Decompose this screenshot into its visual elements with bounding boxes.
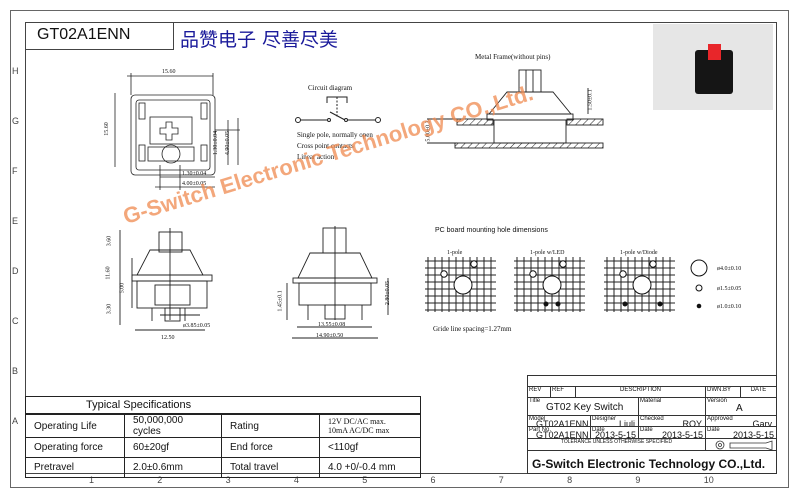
pcb-hole-large [453, 275, 473, 295]
pcb-hole-medium [440, 270, 448, 278]
row-marker: F [12, 166, 18, 176]
circuit-note: Cross point contacts [297, 142, 354, 150]
product-photo [653, 24, 773, 110]
pcb-hole-medium [649, 260, 657, 268]
pcb-hole-large [542, 275, 562, 295]
col-marker: 5 [362, 475, 368, 485]
row-marker: G [12, 116, 20, 126]
pcb-legend-label: ø4.0±0.10 [717, 266, 742, 272]
pcb-hole-large [632, 275, 652, 295]
top-dim-1: 1.30±0.04 [182, 171, 207, 177]
spec-label: Rating [221, 414, 320, 438]
row-marker: C [12, 316, 19, 326]
spec-value: 4.0 +0/-0.4 mm [319, 457, 421, 478]
col-marker: 9 [635, 475, 641, 485]
company-name: G-Switch Electronic Technology CO.,Ltd. [527, 450, 777, 474]
col-marker: 10 [703, 475, 714, 485]
spec-label: Pretravel [25, 457, 125, 478]
switch-stem [708, 44, 721, 60]
col-marker: 6 [430, 475, 436, 485]
col-marker: 4 [293, 475, 299, 485]
col-marker: 1 [89, 475, 95, 485]
spec-label: Total travel [221, 457, 320, 478]
spec-value: 60±20gf [124, 437, 222, 458]
col-marker: 7 [498, 475, 504, 485]
part-number-box: GT02A1ENN [25, 22, 174, 50]
front-dim-6: 12.50 [161, 335, 175, 341]
slogan: 品赞电子 尽善尽美 [180, 29, 339, 51]
pcb-layout-label: 1-pole [447, 250, 463, 256]
spec-value: 2.0±0.6mm [124, 457, 222, 478]
circuit-note: Linear action [297, 153, 335, 161]
spec-value: <110gf [319, 437, 421, 458]
legend-hole-medium [695, 284, 703, 292]
pcb-hole-small [543, 301, 549, 307]
circuit-note: Single pole, normally open [297, 131, 373, 139]
pcb-layout-label: 1-pole w/LED [530, 250, 565, 256]
side-dim-3: 13.55±0.08 [318, 322, 346, 328]
front-dim-5: ø3.85±0.05 [183, 323, 211, 329]
pcb-legend-label: ø1.0±0.10 [717, 304, 742, 310]
pcb-title: PC board mounting hole dimensions [435, 227, 548, 234]
metal-frame-title: Metal Frame(without pins) [475, 53, 551, 61]
spec-value: 12V DC/AC max. 10mA AC/DC max [319, 414, 421, 438]
col-marker: 2 [157, 475, 163, 485]
row-marker: H [12, 66, 19, 76]
outer-frame [10, 10, 789, 488]
spec-value: 50,000,000 cycles [124, 414, 222, 438]
row-marker: A [12, 416, 19, 426]
pcb-hole-medium [529, 270, 537, 278]
specs-title: Typical Specifications [25, 396, 421, 414]
pcb-hole-medium [559, 260, 567, 268]
spec-label: Operating force [25, 437, 125, 458]
top-dim-2: 4.00±0.05 [182, 181, 207, 187]
pcb-grid-note: Gride line spacing=1.27mm [433, 325, 512, 333]
row-marker: B [12, 366, 19, 376]
col-marker: 8 [567, 475, 573, 485]
pcb-hole-medium [470, 260, 478, 268]
top-width-dim: 15.60 [162, 69, 176, 75]
spec-label: Operating Life [25, 414, 125, 438]
pcb-hole-medium [619, 270, 627, 278]
circuit-title: Circuit diagram [308, 84, 353, 92]
material-cell: Material [638, 397, 706, 416]
pcb-layout-label: 1-pole w/Diode [620, 250, 658, 256]
row-marker: D [12, 266, 19, 276]
pcb-hole-small [622, 301, 628, 307]
legend-hole-small [696, 303, 702, 309]
row-marker: E [12, 216, 19, 226]
pcb-legend-label: ø1.5±0.05 [717, 286, 742, 292]
side-dim-4: 14.90±0.50 [316, 333, 344, 339]
col-marker: 3 [225, 475, 231, 485]
pcb-hole-small [555, 301, 561, 307]
spec-label: End force [221, 437, 320, 458]
pcb-hole-small [657, 301, 663, 307]
legend-hole-large [690, 259, 708, 277]
